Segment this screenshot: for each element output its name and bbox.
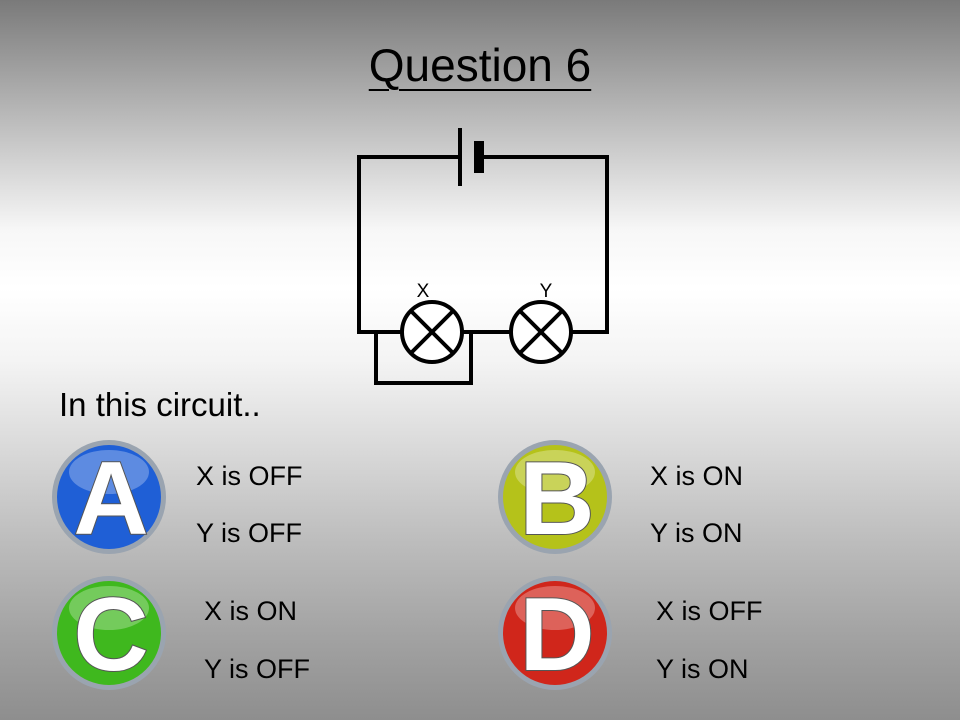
option-c-line-1: X is ON — [204, 596, 298, 626]
option-a-line-1: X is OFF — [196, 461, 303, 491]
option-b-badge-icon[interactable]: B — [496, 438, 614, 556]
option-a-line-2: Y is OFF — [196, 518, 303, 548]
option-c-line-2: Y is OFF — [204, 654, 311, 684]
option-b-line-1: X is ON — [650, 461, 744, 491]
option-a-letter: A — [73, 441, 148, 556]
lamp-x — [400, 300, 464, 364]
circuit-diagram: X Y — [357, 128, 609, 385]
question-prompt: In this circuit.. — [59, 386, 261, 423]
option-b-line-2: Y is ON — [650, 518, 743, 548]
lamp-x-label: X — [417, 281, 430, 302]
option-d-line-2: Y is ON — [656, 654, 749, 684]
question-title-text: Question 6 — [368, 39, 592, 91]
question-title: Question 6 — [0, 42, 960, 88]
battery-short-plate — [474, 141, 484, 173]
option-d-badge-icon[interactable]: D — [496, 574, 614, 692]
option-d-letter: D — [519, 577, 594, 692]
lamp-y — [509, 300, 573, 364]
option-b-letter: B — [519, 441, 594, 556]
short-circuit-wire — [374, 330, 473, 385]
option-c-letter: C — [73, 577, 148, 692]
option-a-badge-icon[interactable]: A — [50, 438, 168, 556]
option-d-line-1: X is OFF — [656, 596, 763, 626]
option-c-badge-icon[interactable]: C — [50, 574, 168, 692]
lamp-y-label: Y — [540, 281, 553, 302]
